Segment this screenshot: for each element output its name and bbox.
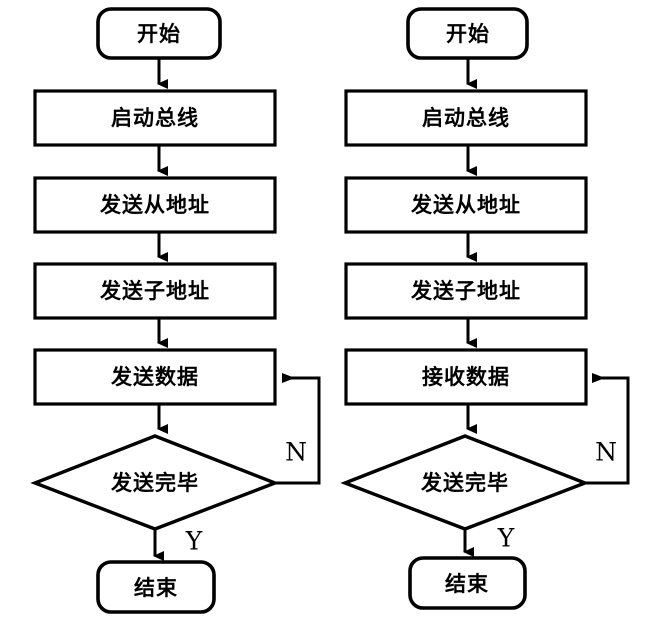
node-step2-label: 发送从地址 (99, 193, 210, 217)
node-step3-right-label: 发送子地址 (410, 279, 521, 303)
connector-loop-no-right (585, 373, 630, 485)
node-step4: 发送数据 (33, 348, 277, 406)
node-step1-right: 启动总线 (344, 89, 588, 147)
node-step4-label: 发送数据 (110, 365, 199, 389)
receive-flowchart: 开始 启动总线 发送从地址 发送子地址 (340, 7, 630, 610)
node-step3-label: 发送子地址 (99, 279, 210, 303)
node-step4-right: 接收数据 (344, 348, 588, 406)
node-step1-right-label: 启动总线 (422, 106, 510, 130)
node-decision-label: 发送完毕 (110, 471, 199, 495)
node-step3-right: 发送子地址 (344, 262, 588, 320)
transmit-flowchart: 开始 启动总线 发送从地址 发送子地址 (30, 7, 321, 614)
node-start-label: 开始 (137, 22, 181, 46)
node-step2: 发送从地址 (33, 176, 277, 234)
node-end-right-label: 结束 (445, 572, 489, 596)
branch-label-yes-right: Y (497, 524, 515, 553)
node-start: 开始 (96, 7, 222, 60)
node-end: 结束 (96, 560, 216, 614)
node-start-right: 开始 (406, 7, 529, 60)
branch-label-no-right: N (595, 438, 617, 467)
node-step1: 启动总线 (33, 89, 277, 147)
node-step4-right-label: 接收数据 (422, 365, 510, 389)
node-step2-right: 发送从地址 (344, 176, 588, 234)
branch-label-yes: Y (185, 527, 203, 556)
node-step2-right-label: 发送从地址 (410, 193, 521, 217)
node-step1-label: 启动总线 (111, 106, 199, 130)
node-decision-right: 发送完毕 (340, 434, 590, 531)
node-decision-right-label: 发送完毕 (420, 471, 509, 495)
node-decision: 发送完毕 (30, 434, 280, 531)
branch-label-no: N (285, 438, 307, 467)
node-step3: 发送子地址 (33, 262, 277, 320)
node-start-right-label: 开始 (446, 22, 490, 46)
node-end-right: 结束 (408, 556, 527, 610)
connector-loop-no (275, 373, 321, 485)
node-end-label: 结束 (134, 576, 178, 600)
